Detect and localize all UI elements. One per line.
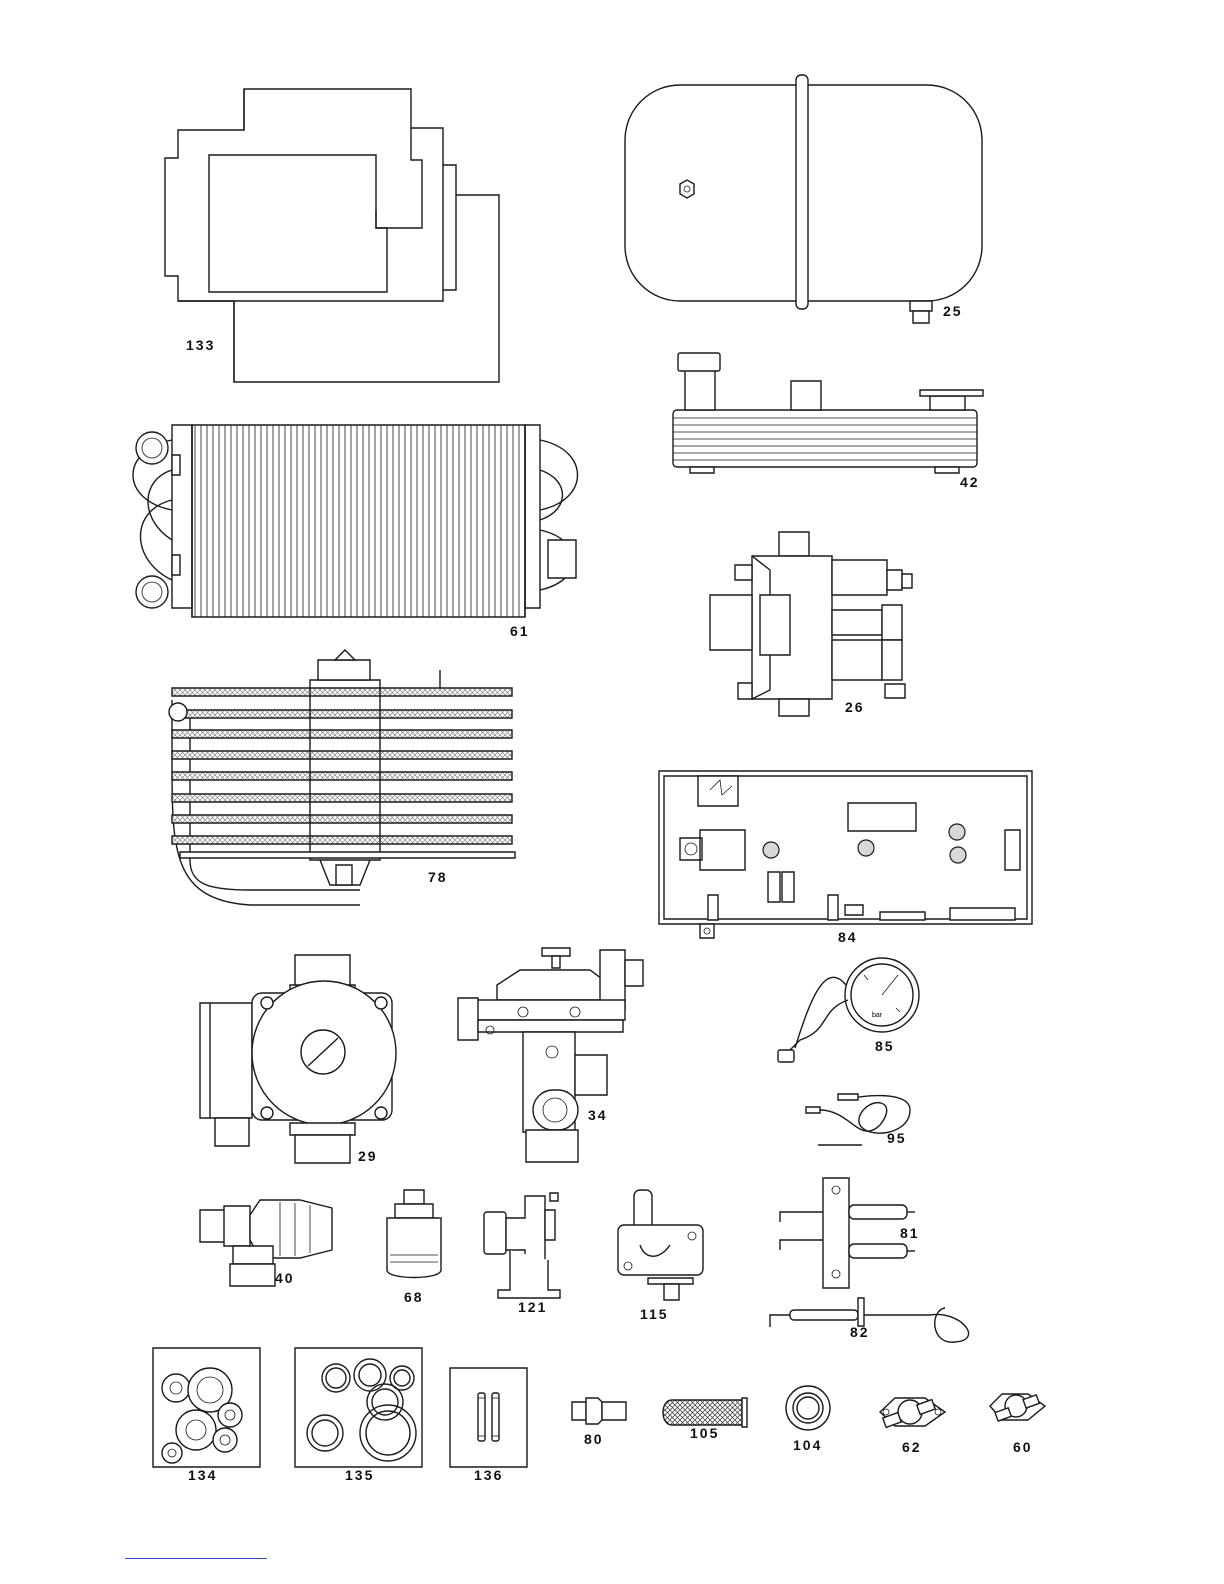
part-84-control-pcb xyxy=(659,771,1032,938)
label-95: 95 xyxy=(887,1130,907,1146)
part-25-expansion-vessel xyxy=(625,75,982,323)
label-85: 85 xyxy=(875,1038,895,1054)
part-26-gas-valve xyxy=(710,532,912,716)
label-62: 62 xyxy=(902,1439,922,1455)
label-121: 121 xyxy=(518,1299,547,1315)
part-61-main-heat-exchanger xyxy=(133,425,578,617)
label-68: 68 xyxy=(404,1289,424,1305)
part-136-fuses xyxy=(450,1368,527,1467)
part-115-flow-sensor xyxy=(618,1190,703,1300)
label-82: 82 xyxy=(850,1324,870,1340)
label-80: 80 xyxy=(584,1431,604,1447)
label-133: 133 xyxy=(186,337,215,353)
part-60-overheat-thermostat xyxy=(990,1394,1045,1421)
part-40-safety-valve xyxy=(200,1200,332,1286)
label-34: 34 xyxy=(588,1107,608,1123)
label-42: 42 xyxy=(960,474,980,490)
part-81-ignition-electrodes xyxy=(780,1178,915,1288)
label-26: 26 xyxy=(845,699,865,715)
part-134-washer-kit xyxy=(153,1348,260,1467)
label-25: 25 xyxy=(943,303,963,319)
part-62-limit-thermostat xyxy=(880,1398,945,1427)
footer-rule xyxy=(125,1558,267,1559)
part-105-filter xyxy=(663,1398,747,1427)
label-104: 104 xyxy=(793,1437,822,1453)
label-61: 61 xyxy=(510,623,530,639)
label-84: 84 xyxy=(838,929,858,945)
part-135-o-ring-kit xyxy=(295,1348,422,1467)
part-78-burner xyxy=(169,650,515,905)
label-115: 115 xyxy=(640,1306,669,1322)
part-85-pressure-gauge: bar xyxy=(778,958,919,1062)
part-80-nipple-fitting xyxy=(572,1398,626,1424)
label-105: 105 xyxy=(690,1425,719,1441)
label-136: 136 xyxy=(474,1467,503,1483)
label-60: 60 xyxy=(1013,1439,1033,1455)
label-29: 29 xyxy=(358,1148,378,1164)
part-29-pump xyxy=(200,955,396,1163)
label-40: 40 xyxy=(275,1270,295,1286)
part-34-diverter-valve xyxy=(458,948,643,1162)
label-78: 78 xyxy=(428,869,448,885)
part-121-elbow-connector xyxy=(484,1193,560,1298)
label-81: 81 xyxy=(900,1225,920,1241)
part-42-plate-heat-exchanger xyxy=(673,353,983,473)
part-68-air-vent xyxy=(387,1190,441,1278)
label-134: 134 xyxy=(188,1467,217,1483)
part-104-seal xyxy=(786,1386,830,1430)
gauge-unit: bar xyxy=(872,1012,883,1019)
label-135: 135 xyxy=(345,1467,374,1483)
